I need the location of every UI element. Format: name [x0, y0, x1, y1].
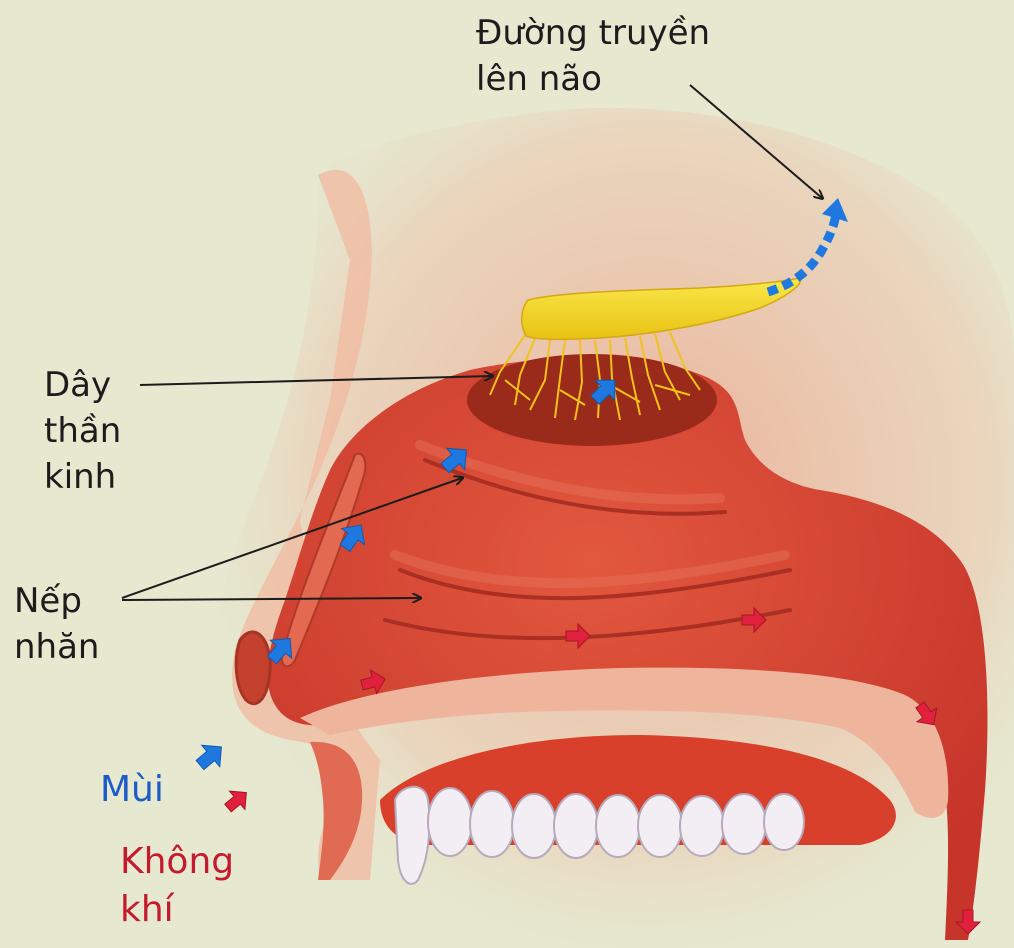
legend-air-label: Không khí [120, 838, 234, 934]
tooth [512, 794, 556, 858]
fold-label-line1: Nếp [14, 578, 99, 624]
nerve-label: Dây thần kinh [44, 362, 121, 500]
nerve-label-line2: thần [44, 408, 121, 454]
legend-smell-label: Mùi [100, 766, 164, 814]
tooth [722, 794, 766, 854]
tooth [554, 794, 598, 858]
tooth [638, 795, 682, 857]
nerve-label-line1: Dây [44, 362, 121, 408]
tooth [470, 791, 514, 857]
fold-label: Nếp nhăn [14, 578, 99, 670]
nerve-label-line3: kinh [44, 454, 121, 500]
brain-path-label-line1: Đường truyền [476, 10, 710, 56]
brain-path-label: Đường truyền lên não [476, 10, 710, 102]
brain-path-label-line2: lên não [476, 56, 710, 102]
nostril [236, 632, 270, 704]
tooth [764, 794, 804, 850]
legend-air-label-line1: Không [120, 838, 234, 886]
tooth [428, 788, 472, 856]
fold-label-line2: nhăn [14, 624, 99, 670]
tooth [596, 795, 640, 857]
tooth [680, 796, 724, 856]
legend-air-label-line2: khí [120, 886, 234, 934]
